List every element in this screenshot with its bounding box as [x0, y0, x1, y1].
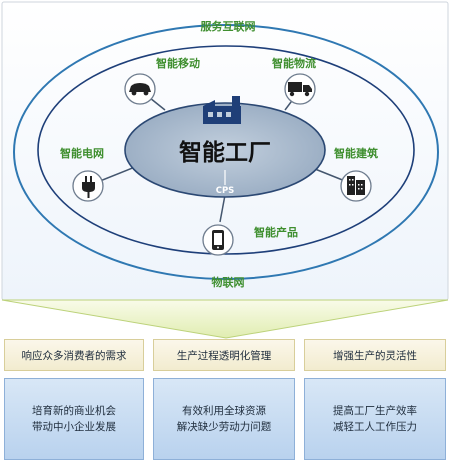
node-grid — [72, 170, 104, 202]
benefit-header-3: 增强生产的灵活性 — [304, 339, 446, 371]
service-internet-label: 服务互联网 — [201, 19, 256, 33]
center-title: 智能工厂 — [179, 139, 271, 166]
building-icon — [347, 176, 365, 195]
outer-ring — [13, 24, 439, 280]
funnel-connector — [1, 299, 449, 339]
benefit-body-1: 培育新的商业机会 带动中小企业发展 — [4, 378, 144, 460]
middle-ring — [37, 45, 415, 255]
node-logistics — [284, 73, 316, 105]
node-mobility — [124, 73, 156, 105]
internet-of-things-label: 物联网 — [212, 275, 245, 289]
benefit-header-2: 生产过程透明化管理 — [153, 339, 295, 371]
factory-icon — [203, 96, 241, 124]
node-label-grid: 智能电网 — [60, 146, 104, 160]
benefit-header-1: 响应众多消费者的需求 — [4, 339, 144, 371]
smartphone-icon — [212, 230, 224, 250]
node-label-mobility: 智能移动 — [156, 56, 200, 70]
benefit-line: 解决缺少劳动力问题 — [176, 421, 272, 433]
power-plug-icon — [82, 176, 95, 198]
benefit-body-2: 有效利用全球资源 解决缺少劳动力问题 — [153, 378, 295, 460]
node-product — [202, 224, 234, 256]
node-label-product: 智能产品 — [254, 225, 298, 239]
cps-label: CPS — [216, 186, 235, 196]
benefit-line: 有效利用全球资源 — [182, 405, 266, 417]
benefit-body-3: 提高工厂生产效率 减轻工人工作压力 — [304, 378, 446, 460]
node-label-logistics: 智能物流 — [272, 56, 316, 70]
factory-core — [124, 102, 326, 198]
car-icon — [129, 83, 151, 96]
benefit-line: 减轻工人工作压力 — [333, 421, 417, 433]
truck-icon — [288, 82, 312, 97]
node-building — [340, 170, 372, 202]
benefit-line: 带动中小企业发展 — [32, 421, 116, 433]
benefit-line: 培育新的商业机会 — [32, 405, 116, 417]
node-label-building: 智能建筑 — [334, 146, 378, 160]
benefit-line: 提高工厂生产效率 — [333, 405, 417, 417]
